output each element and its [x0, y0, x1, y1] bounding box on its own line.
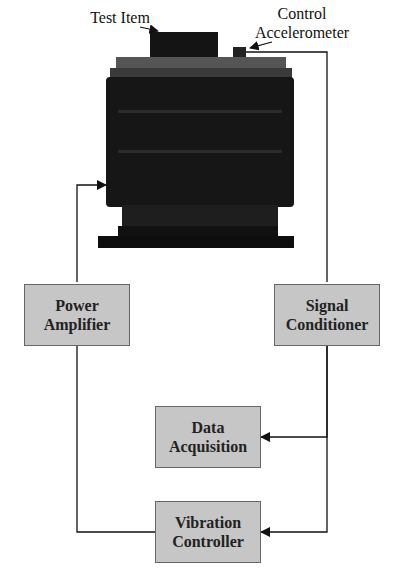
test-item — [150, 32, 218, 58]
accelerometer — [233, 47, 246, 58]
box-label: Signal Conditioner — [281, 296, 373, 334]
signal-connector — [261, 346, 327, 437]
process-box: Signal Conditioner — [274, 284, 380, 346]
signal-connector — [77, 346, 155, 532]
shaker-base — [118, 226, 278, 236]
signal-connector — [261, 346, 327, 532]
process-box: Vibration Controller — [155, 501, 261, 563]
leader-arrow — [140, 27, 158, 31]
shaker-body — [106, 77, 294, 207]
box-label: Vibration Controller — [162, 513, 254, 551]
sensor-cable — [246, 52, 327, 282]
part-label: Control Accelerometer — [252, 4, 352, 42]
box-label: Data Acquisition — [162, 418, 254, 456]
process-box: Data Acquisition — [155, 406, 261, 468]
leader-arrow — [250, 42, 272, 48]
shaker-table — [116, 57, 286, 69]
part-label: Test Item — [84, 8, 156, 27]
box-label: Power Amplifier — [31, 296, 123, 334]
drive-cable — [77, 185, 106, 282]
process-box: Power Amplifier — [24, 284, 130, 346]
